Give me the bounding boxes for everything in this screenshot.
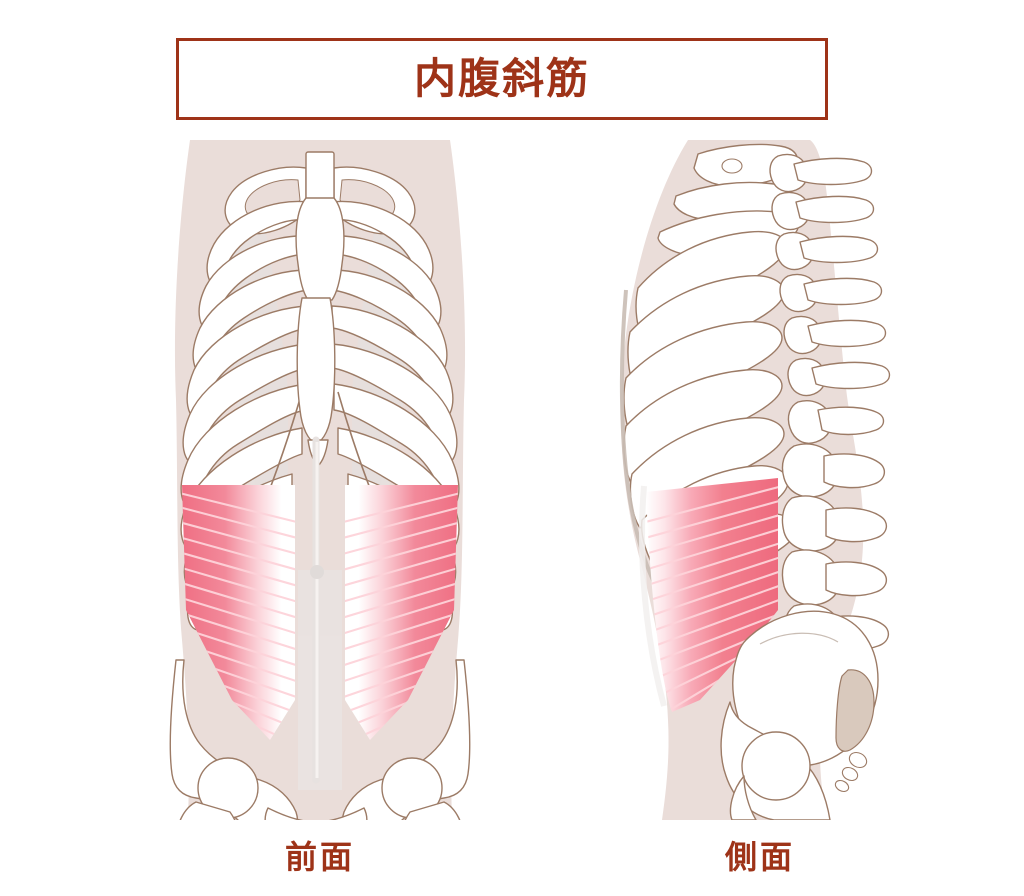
caption-anterior: 前面	[284, 838, 355, 876]
internal-oblique-lateral	[639, 478, 778, 712]
page-title: 内腹斜筋	[413, 54, 590, 103]
title-box: 内腹斜筋	[176, 38, 828, 120]
pelvis-lateral	[720, 610, 879, 821]
linea-alba	[312, 436, 320, 784]
figure-anterior	[120, 140, 520, 896]
figure-lateral	[580, 140, 910, 821]
caption-lateral: 側面	[724, 838, 795, 876]
umbilicus-marker	[310, 565, 324, 579]
